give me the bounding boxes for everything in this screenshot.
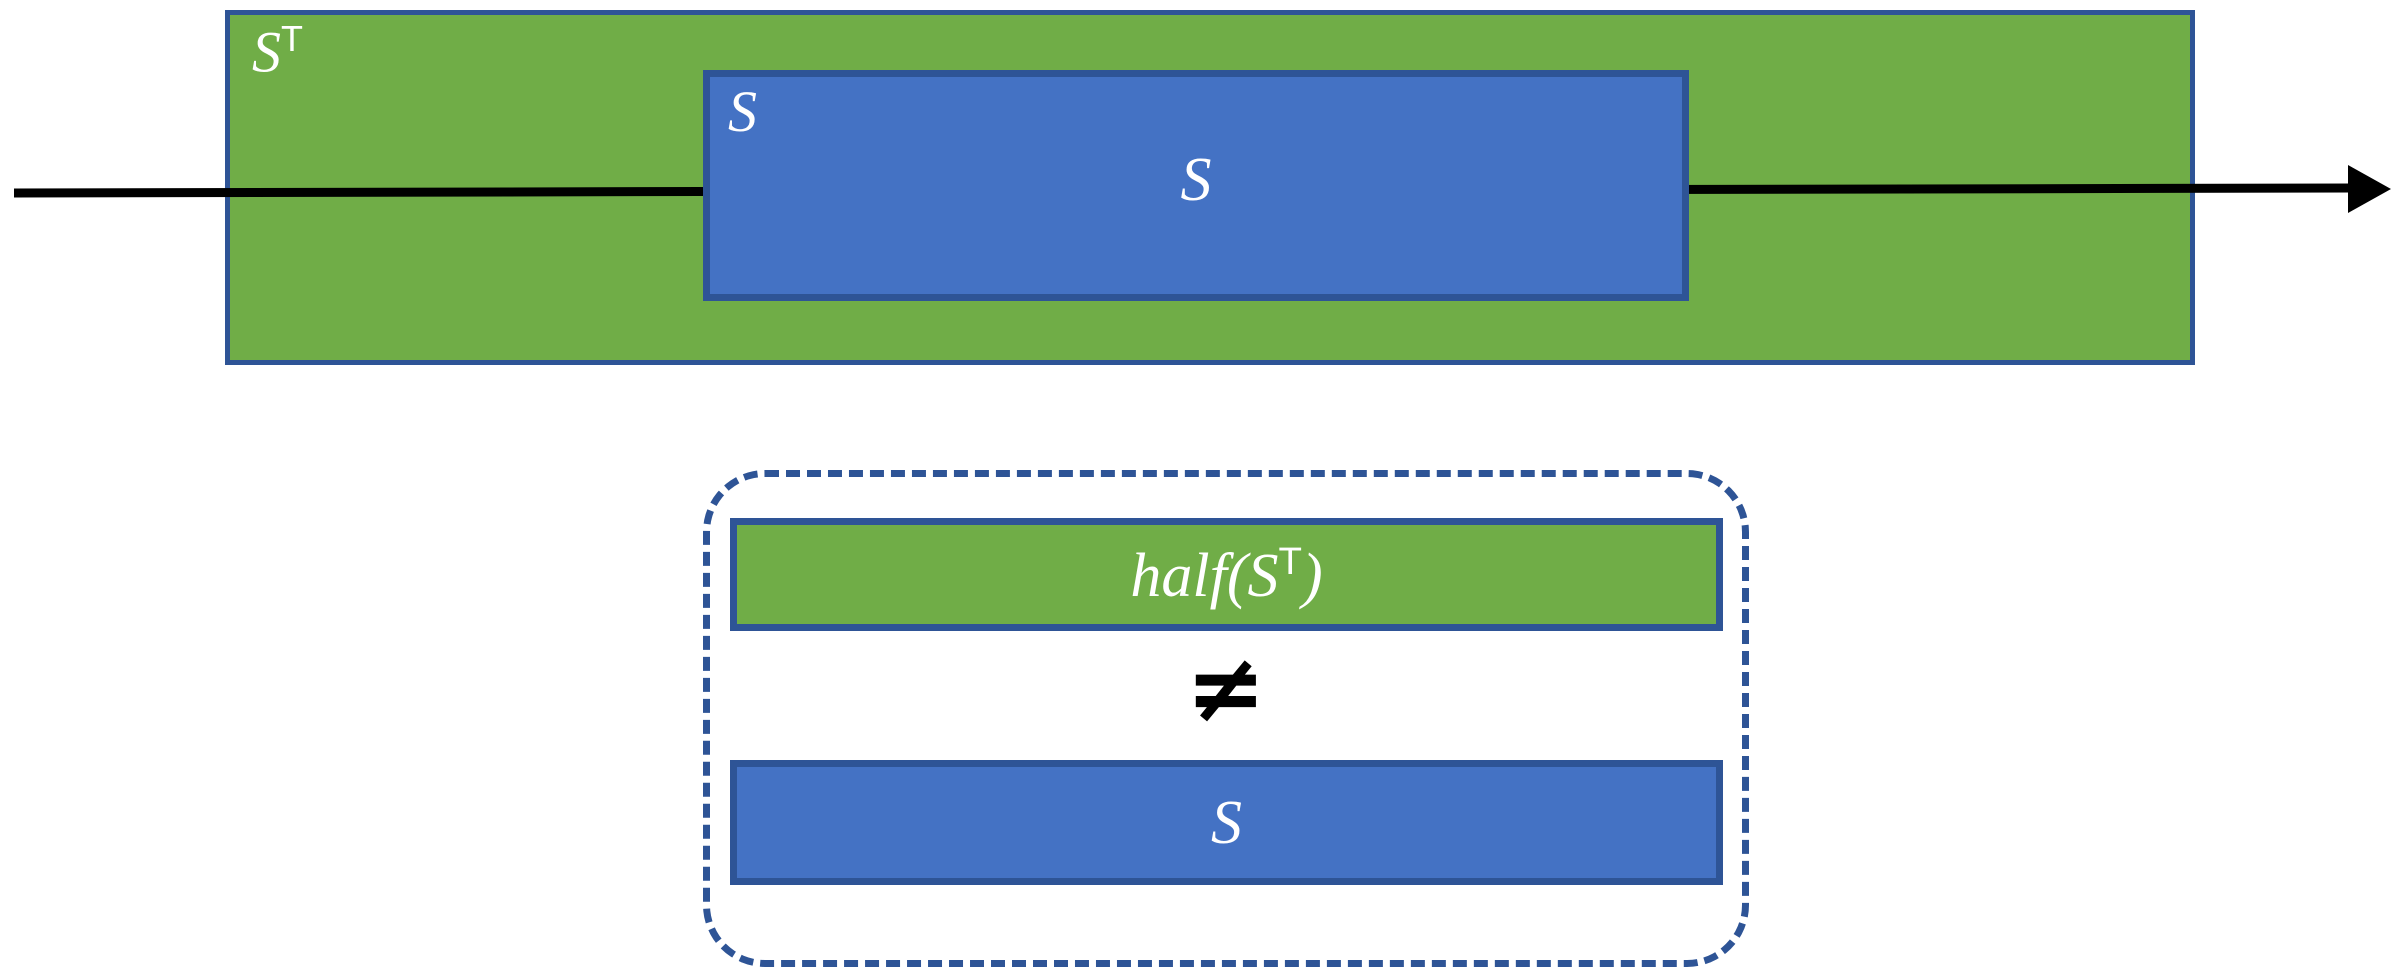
s-bar-label: S [1211, 788, 1242, 857]
outer-green-box-label: ST [252, 21, 303, 81]
inner-blue-box-s: S S [703, 70, 1689, 301]
s-bar: S [730, 760, 1723, 885]
half-s-transpose-label-prefix: half(S [1130, 541, 1279, 610]
inner-blue-box-center-label: S [1180, 146, 1212, 214]
inner-blue-box-corner-label: S [728, 79, 757, 144]
comparison-group-dashed-container [703, 470, 1749, 967]
half-s-transpose-label-suffix: ) [1301, 541, 1323, 610]
half-s-transpose-bar-label: half(ST) [737, 539, 1716, 610]
half-s-transpose-bar: half(ST) [730, 518, 1723, 631]
half-s-transpose-label-superscript: T [1278, 539, 1302, 583]
outer-green-box-label-superscript: T [281, 18, 303, 59]
arrow-head-icon [2348, 165, 2391, 213]
outer-green-box-label-base: S [252, 19, 281, 85]
not-equal-symbol: ≠ [1185, 632, 1267, 744]
